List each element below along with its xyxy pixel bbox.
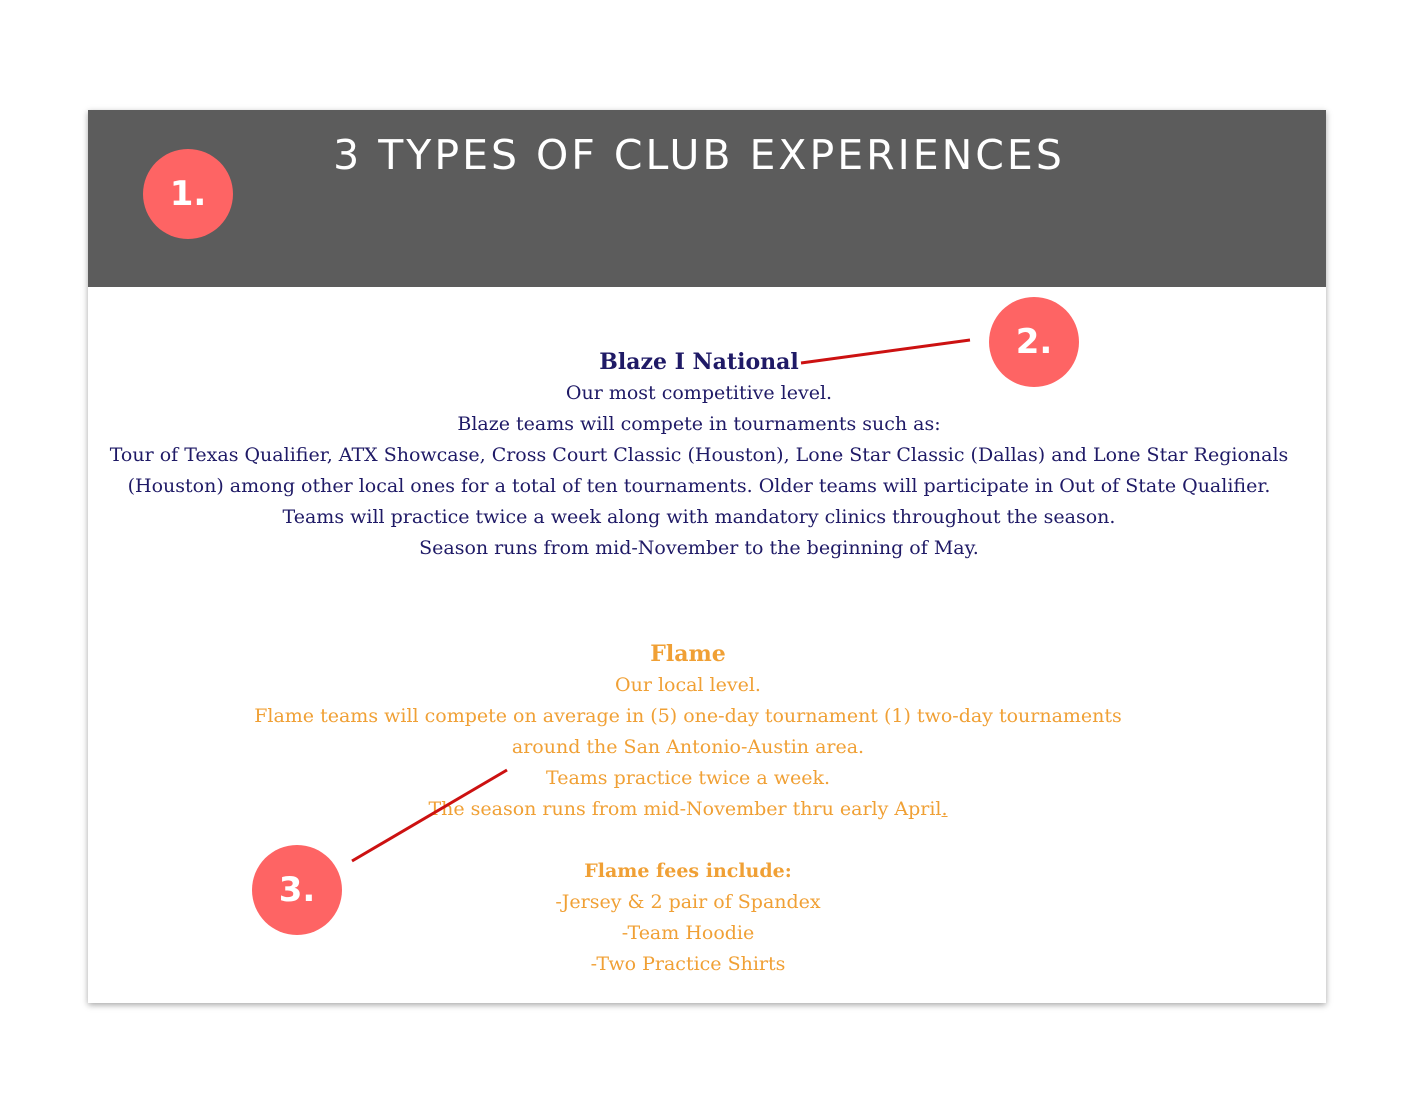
flame-line-underlined-period: .	[941, 798, 948, 820]
blaze-section: Blaze I National Our most competitive le…	[88, 346, 1310, 564]
marker-badge-2: 2.	[989, 297, 1079, 387]
flame-section: Flame Our local level. Flame teams will …	[88, 638, 1288, 980]
page-title: 3 TYPES OF CLUB EXPERIENCES	[333, 131, 1065, 179]
card-header: 3 TYPES OF CLUB EXPERIENCES	[88, 110, 1326, 287]
flame-title: Flame	[650, 641, 726, 667]
blaze-title: Blaze I National	[599, 349, 799, 375]
blaze-line: Season runs from mid-November to the beg…	[419, 537, 979, 559]
flame-line-text: The season runs from mid-November thru e…	[428, 798, 942, 820]
marker-badge-3: 3.	[252, 845, 342, 935]
flame-line: Flame teams will compete on average in (…	[254, 705, 1122, 727]
flame-line-last: The season runs from mid-November thru e…	[88, 794, 1288, 825]
marker-badge-1: 1.	[143, 149, 233, 239]
flame-line: Teams practice twice a week.	[546, 767, 830, 789]
flame-fee-item: -Jersey & 2 pair of Spandex	[555, 891, 821, 913]
flame-line: around the San Antonio-Austin area.	[511, 736, 865, 758]
blaze-line: (Houston) among other local ones for a t…	[127, 475, 1271, 497]
blaze-line: Our most competitive level.	[565, 382, 833, 404]
flame-fee-item: -Team Hoodie	[621, 922, 755, 944]
blaze-line: Tour of Texas Qualifier, ATX Showcase, C…	[109, 444, 1289, 466]
flame-fees-heading: Flame fees include:	[584, 860, 792, 882]
flame-fee-item: -Two Practice Shirts	[590, 953, 786, 975]
flame-line: Our local level.	[615, 674, 761, 696]
blaze-line: Blaze teams will compete in tournaments …	[457, 413, 941, 435]
spacer	[88, 825, 1288, 856]
blaze-line: Teams will practice twice a week along w…	[282, 506, 1116, 528]
